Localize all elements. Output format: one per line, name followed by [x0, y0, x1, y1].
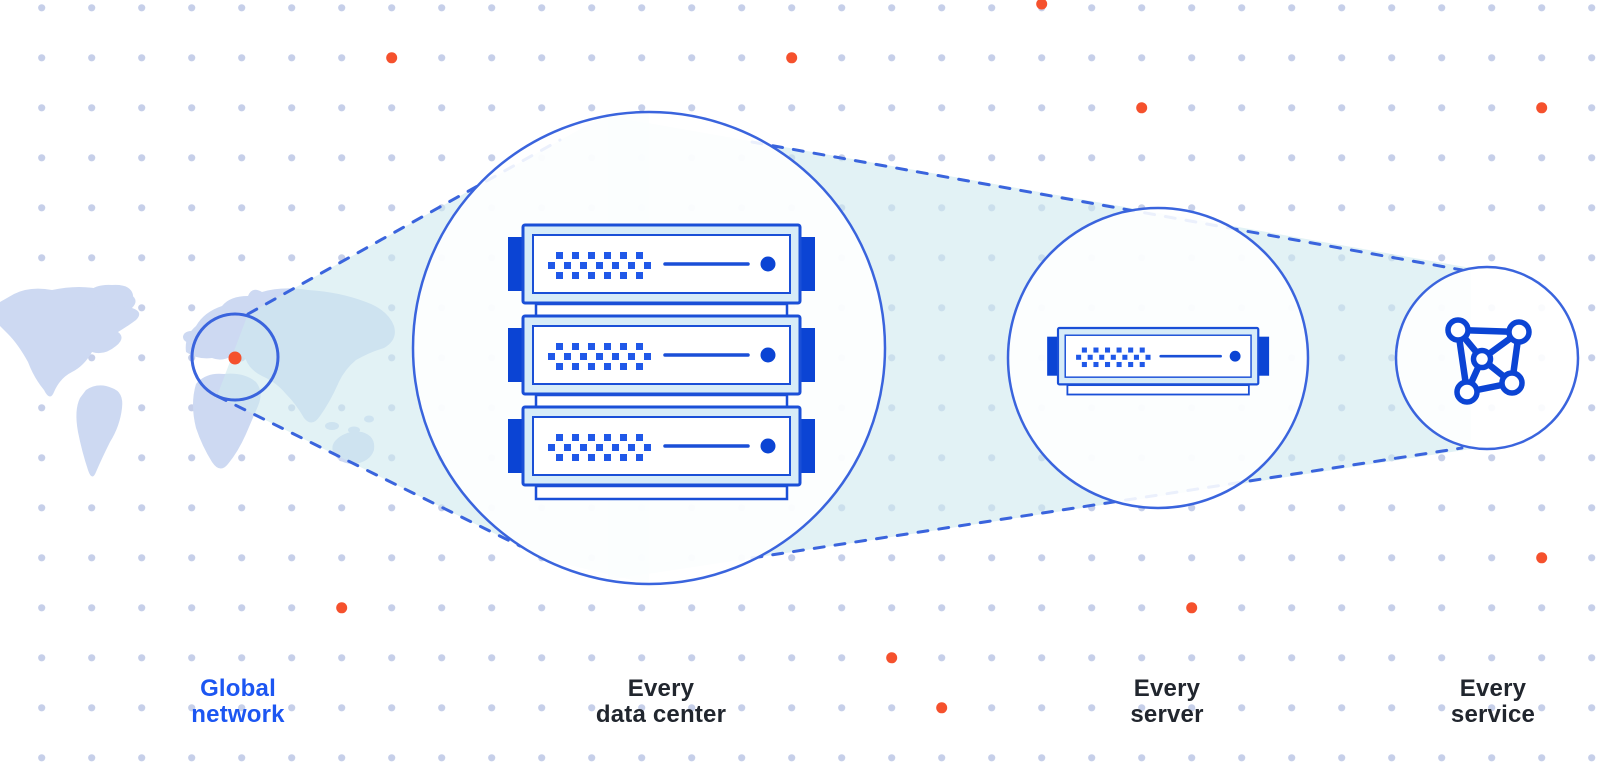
- label-line: service: [1450, 701, 1536, 728]
- label-line: Every: [1459, 675, 1527, 702]
- location-dot-icon: [228, 351, 242, 365]
- server-icon: [1045, 326, 1271, 396]
- label-every-service: Every service: [1373, 676, 1613, 728]
- service-circle: [1394, 265, 1580, 451]
- label-line: server: [1130, 701, 1204, 728]
- server-circle: [1006, 206, 1310, 510]
- orange-accent-dots: [336, 0, 1548, 714]
- label-every-data-center: Every data center: [541, 676, 781, 728]
- label-line: data center: [595, 701, 727, 728]
- label-line: Every: [1133, 675, 1201, 702]
- label-line: Every: [627, 675, 695, 702]
- data-center-circle: [411, 110, 887, 586]
- label-line: network: [191, 701, 285, 728]
- label-global-network: Global network: [118, 676, 358, 728]
- label-every-server: Every server: [1047, 676, 1287, 728]
- global-network-circle: [190, 312, 280, 402]
- label-line: Global: [200, 675, 276, 702]
- server-stack-icon: [506, 223, 817, 501]
- network-mesh-icon: [1445, 317, 1532, 405]
